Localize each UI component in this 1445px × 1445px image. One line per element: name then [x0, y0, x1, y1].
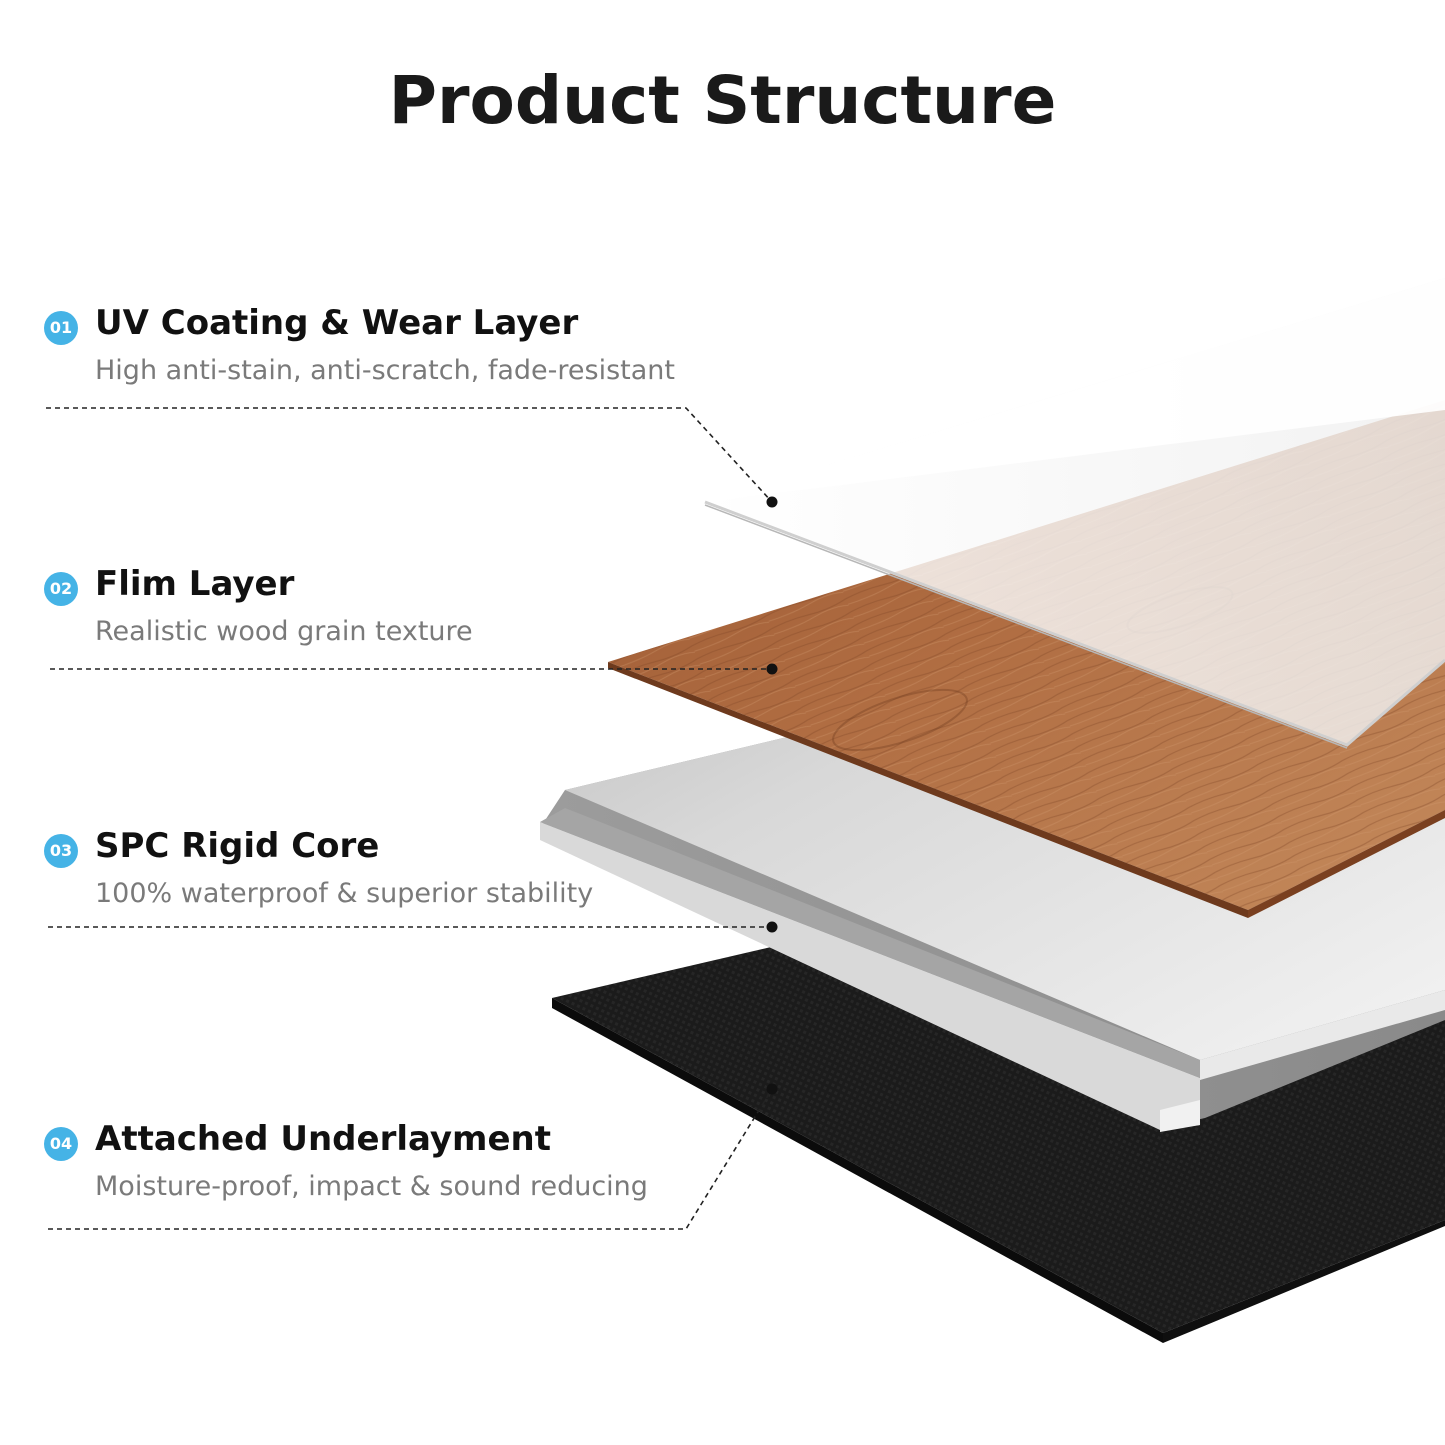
leader-line-1: [46, 407, 773, 503]
layer-name: SPC Rigid Core: [95, 826, 380, 866]
leader-dot-4: [766, 1083, 778, 1095]
layer-number-badge: 01: [44, 311, 78, 345]
layer-name: Attached Underlayment: [95, 1119, 551, 1159]
layer-description: High anti-stain, anti-scratch, fade-resi…: [95, 355, 675, 386]
layer-name: UV Coating & Wear Layer: [95, 303, 579, 343]
leader-dot-3: [766, 921, 778, 933]
leader-dot-1: [766, 496, 778, 508]
layer-number-badge: 03: [44, 834, 78, 868]
layer-description: Realistic wood grain texture: [95, 616, 473, 647]
layer-description: 100% waterproof & superior stability: [95, 878, 594, 909]
leader-line-4: [48, 1088, 773, 1230]
layer-number-badge: 04: [44, 1127, 78, 1161]
leader-dot-2: [766, 663, 778, 675]
page-title: Product Structure: [388, 62, 1057, 139]
layer-number-badge: 02: [44, 572, 78, 606]
layer-name: Flim Layer: [95, 564, 295, 604]
uv-wear-layer-sheet: [704, 278, 1445, 749]
layer-description: Moisture-proof, impact & sound reducing: [95, 1171, 648, 1202]
